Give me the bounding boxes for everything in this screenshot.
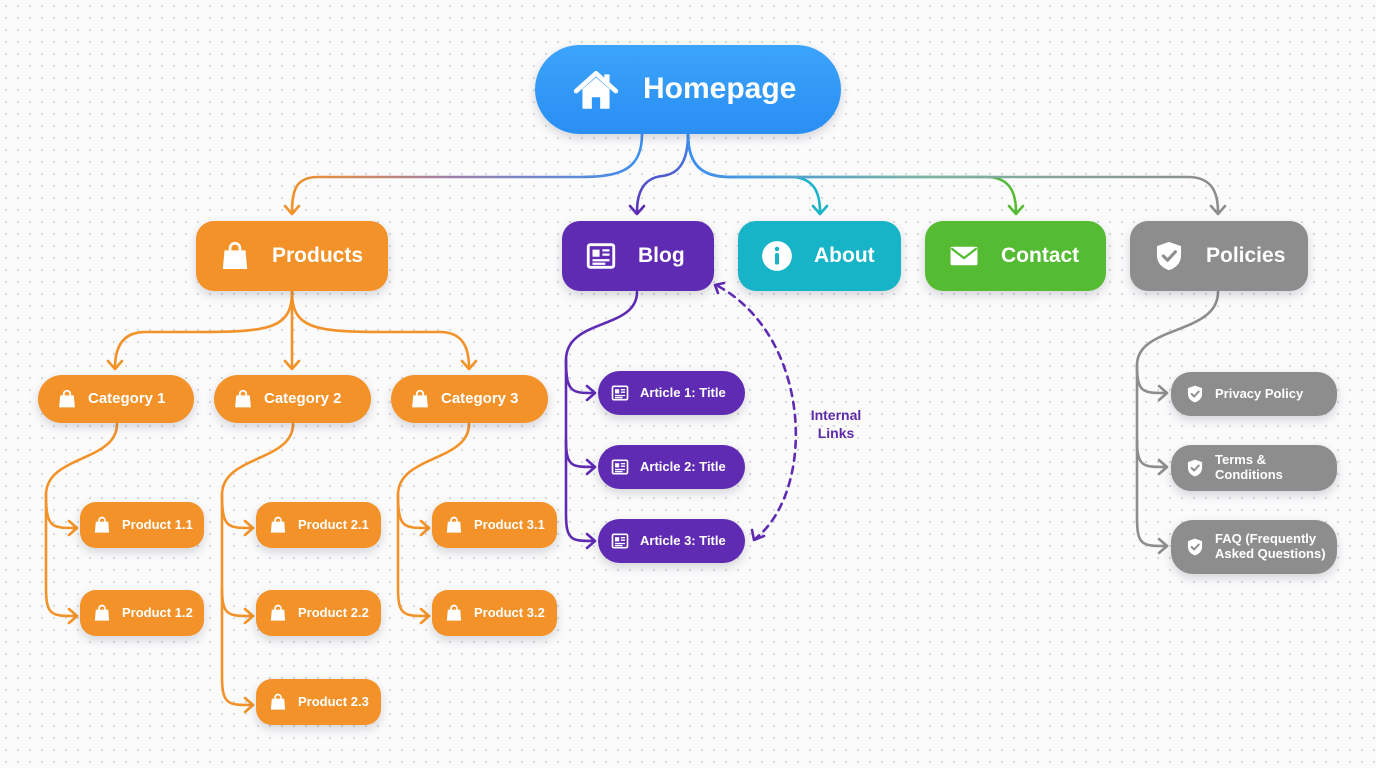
article-node[interactable]: Article 3: Title bbox=[598, 519, 745, 563]
about-label: About bbox=[814, 243, 875, 267]
shield-check-icon bbox=[1185, 384, 1205, 404]
product-label: Product 1.2 bbox=[122, 604, 193, 620]
edge-blog-article1 bbox=[564, 290, 639, 395]
article-node[interactable]: Article 2: Title bbox=[598, 445, 745, 489]
policy-node[interactable]: FAQ (Frequently Asked Questions) bbox=[1171, 520, 1337, 574]
products-node[interactable]: Products bbox=[196, 221, 388, 291]
product-label: Product 3.2 bbox=[474, 604, 545, 620]
edge-policies-privacy bbox=[1135, 290, 1220, 395]
product-label: Product 2.3 bbox=[298, 693, 369, 709]
policy-node[interactable]: Terms & Conditions bbox=[1171, 445, 1337, 491]
category-label: Category 1 bbox=[88, 390, 166, 408]
policy-label: Terms & Conditions bbox=[1215, 452, 1283, 482]
product-label: Product 1.1 bbox=[122, 516, 193, 532]
article-label: Article 3: Title bbox=[640, 532, 726, 548]
homepage-node[interactable]: Homepage bbox=[535, 45, 841, 134]
edge-products-category3 bbox=[290, 290, 471, 370]
edge-category2-product2-3 bbox=[220, 586, 254, 707]
contact-label: Contact bbox=[1001, 243, 1080, 267]
product-label: Product 3.1 bbox=[474, 516, 545, 532]
shield-check-icon bbox=[1185, 458, 1205, 478]
newspaper-icon bbox=[610, 383, 630, 403]
edge-home-contact bbox=[686, 132, 1018, 214]
shopping-bag-icon bbox=[218, 239, 252, 273]
policies-node[interactable]: Policies bbox=[1130, 221, 1308, 291]
category-label: Category 3 bbox=[441, 390, 519, 408]
product-node[interactable]: Product 1.1 bbox=[80, 502, 204, 548]
edge-blog-article2 bbox=[564, 358, 596, 469]
info-icon bbox=[760, 239, 794, 273]
policy-label: FAQ (Frequently Asked Questions) bbox=[1215, 531, 1326, 561]
edge-category1-product1-2 bbox=[44, 493, 78, 618]
shopping-bag-icon bbox=[92, 515, 112, 535]
newspaper-icon bbox=[610, 457, 630, 477]
product-node[interactable]: Product 2.2 bbox=[256, 590, 381, 636]
product-label: Product 2.1 bbox=[298, 516, 369, 532]
product-node[interactable]: Product 2.3 bbox=[256, 679, 381, 725]
policies-label: Policies bbox=[1206, 243, 1286, 267]
edge-internal-links bbox=[716, 284, 798, 540]
shopping-bag-icon bbox=[268, 692, 288, 712]
internal-links-label: Internal Links bbox=[810, 407, 862, 441]
shopping-bag-icon bbox=[92, 603, 112, 623]
edge-blog-article3 bbox=[564, 438, 596, 543]
category-node[interactable]: Category 2 bbox=[214, 375, 371, 423]
edge-category3-product3-1 bbox=[396, 422, 471, 530]
edge-category3-product3-2 bbox=[396, 493, 430, 618]
newspaper-icon bbox=[584, 239, 618, 273]
article-node[interactable]: Article 1: Title bbox=[598, 371, 745, 415]
product-node[interactable]: Product 1.2 bbox=[80, 590, 204, 636]
shield-check-icon bbox=[1185, 537, 1205, 557]
newspaper-icon bbox=[610, 531, 630, 551]
edge-policies-terms bbox=[1135, 363, 1168, 469]
shopping-bag-icon bbox=[56, 388, 78, 410]
shopping-bag-icon bbox=[409, 388, 431, 410]
edge-category2-product2-1 bbox=[220, 422, 295, 530]
edge-home-blog bbox=[635, 132, 690, 214]
products-label: Products bbox=[272, 243, 364, 267]
shopping-bag-icon bbox=[444, 515, 464, 535]
shopping-bag-icon bbox=[444, 603, 464, 623]
product-label: Product 2.2 bbox=[298, 604, 369, 620]
about-node[interactable]: About bbox=[738, 221, 901, 291]
edge-home-policies bbox=[686, 132, 1220, 214]
product-node[interactable]: Product 3.1 bbox=[432, 502, 557, 548]
article-label: Article 2: Title bbox=[640, 458, 726, 474]
product-node[interactable]: Product 3.2 bbox=[432, 590, 557, 636]
edge-products-category1 bbox=[113, 290, 294, 370]
shopping-bag-icon bbox=[268, 515, 288, 535]
article-label: Article 1: Title bbox=[640, 384, 726, 400]
edge-category2-product2-2 bbox=[220, 493, 254, 618]
product-node[interactable]: Product 2.1 bbox=[256, 502, 381, 548]
policy-node[interactable]: Privacy Policy bbox=[1171, 372, 1337, 416]
policy-label: Privacy Policy bbox=[1215, 385, 1304, 401]
category-node[interactable]: Category 3 bbox=[391, 375, 548, 423]
shield-check-icon bbox=[1152, 239, 1186, 273]
shopping-bag-icon bbox=[232, 388, 254, 410]
blog-label: Blog bbox=[638, 243, 685, 267]
edge-category1-product1-1 bbox=[44, 422, 119, 530]
homepage-label: Homepage bbox=[643, 72, 797, 106]
edge-home-products bbox=[290, 132, 644, 214]
blog-node[interactable]: Blog bbox=[562, 221, 714, 291]
shopping-bag-icon bbox=[268, 603, 288, 623]
edge-policies-faq bbox=[1135, 438, 1168, 548]
house-icon bbox=[571, 65, 621, 115]
category-node[interactable]: Category 1 bbox=[38, 375, 194, 423]
category-label: Category 2 bbox=[264, 390, 342, 408]
envelope-icon bbox=[947, 239, 981, 273]
contact-node[interactable]: Contact bbox=[925, 221, 1106, 291]
